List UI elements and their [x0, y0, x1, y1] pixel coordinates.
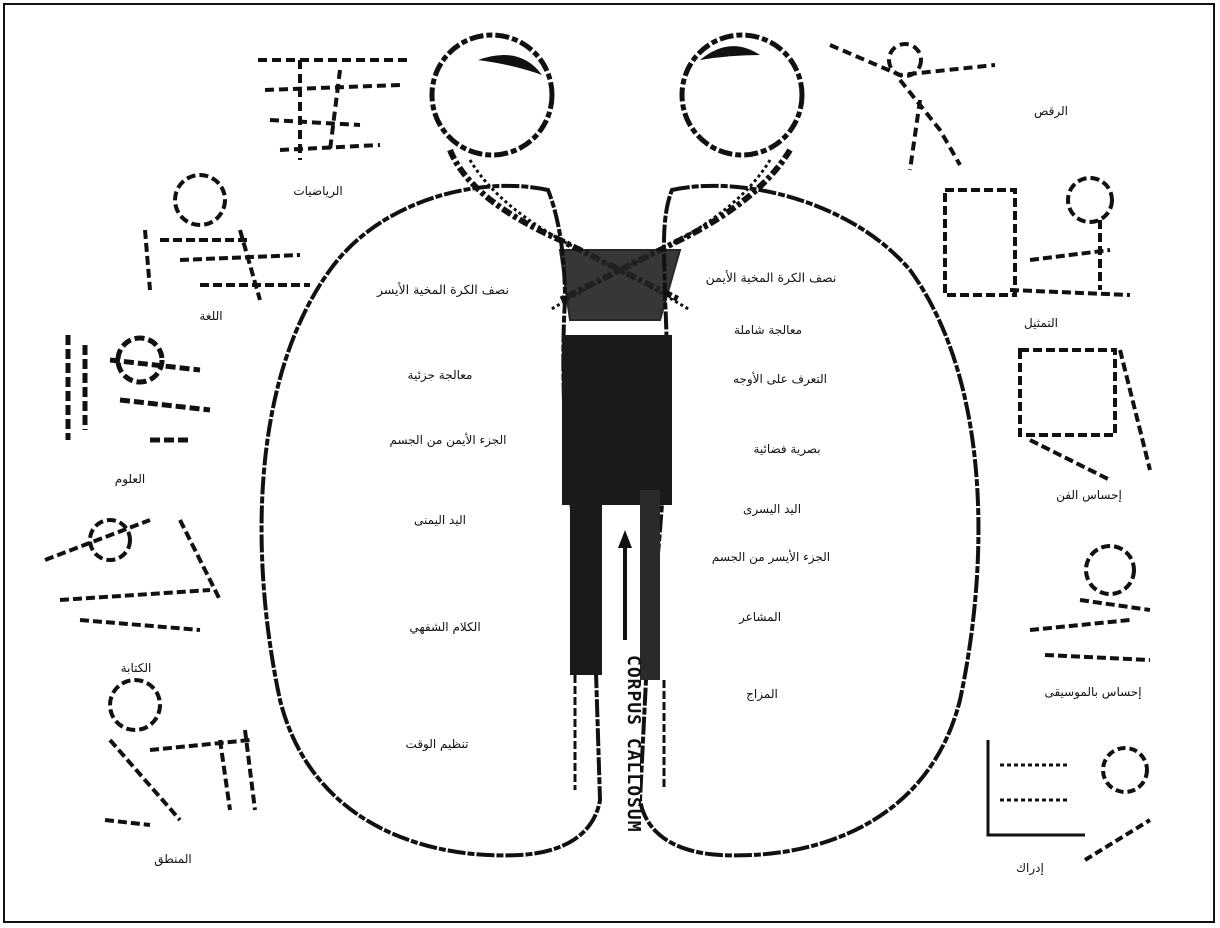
corpus-callosum — [562, 335, 672, 805]
perception-illustration — [988, 740, 1150, 860]
left-function-label: تنظيم الوقت — [406, 737, 469, 751]
logic-illustration — [105, 680, 255, 825]
dance-illustration — [830, 44, 995, 170]
right-function-label: الجزء الأيسر من الجسم — [712, 550, 830, 564]
art-illustration — [1020, 350, 1150, 480]
left-function-label: الكلام الشفهي — [409, 620, 480, 634]
acting-illustration — [945, 178, 1130, 295]
science-illustration — [68, 335, 210, 440]
right-function-label: التعرف على الأوجه — [733, 372, 827, 386]
skill-label-perception: إدراك — [1016, 861, 1044, 875]
left-function-label: الجزء الأيمن من الجسم — [389, 433, 506, 447]
corpus-callosum-label: CORPUS CALLOSUM — [623, 655, 644, 833]
right-hemisphere-outline — [640, 186, 978, 856]
right-eye — [682, 35, 802, 155]
right-function-label: المشاعر — [739, 610, 781, 624]
music-illustration — [1030, 546, 1150, 660]
right-hemisphere-title: نصف الكرة المخية الأيمن — [706, 270, 837, 285]
math-illustration — [258, 60, 410, 160]
skill-label-writing: الكتابة — [121, 661, 152, 675]
language-illustration — [145, 175, 310, 300]
skill-label-art: إحساس الفن — [1056, 488, 1122, 502]
skill-label-language: اللغة — [199, 309, 222, 323]
skill-label-math: الرياضيات — [293, 184, 342, 198]
left-hemisphere-title: نصف الكرة المخية الأيسر — [377, 282, 509, 297]
left-eye — [432, 35, 552, 155]
right-function-label: المزاج — [746, 687, 778, 701]
right-function-label: اليد اليسرى — [743, 502, 801, 516]
skill-label-logic: المنطق — [154, 852, 191, 866]
right-function-label: بصرية فضائية — [753, 442, 820, 456]
left-function-label: اليد اليمنى — [414, 513, 466, 527]
left-function-label: معالجة جزئية — [408, 368, 473, 382]
skill-label-science: العلوم — [115, 472, 145, 486]
skill-label-music: إحساس بالموسيقى — [1044, 685, 1141, 699]
skill-label-dance: الرقص — [1034, 104, 1068, 118]
writing-illustration — [45, 520, 220, 630]
skill-label-acting: التمثيل — [1024, 316, 1058, 330]
right-function-label: معالجة شاملة — [734, 323, 802, 337]
